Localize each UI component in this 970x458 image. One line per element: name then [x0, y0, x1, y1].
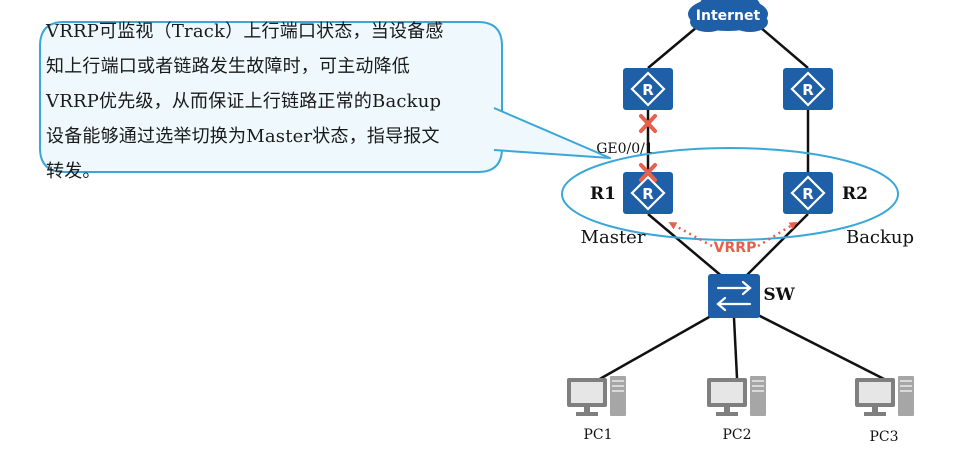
r1-label: R1: [590, 184, 616, 204]
port-label: GE0/0/1: [596, 141, 654, 157]
vrrp-arrow-left: [668, 222, 713, 248]
r2-label: R2: [842, 184, 868, 204]
router-r1-icon: [621, 170, 675, 216]
callout-line-2: 知上行端口或者链路发生故障时，可主动降低: [46, 56, 410, 77]
link-sw-pc3: [751, 310, 887, 382]
callout-line-5: 转发。: [46, 161, 101, 182]
vrrp-label: VRRP: [714, 240, 757, 256]
link-internet-r-left: [647, 26, 698, 69]
switch-icon: [708, 274, 760, 318]
vrrp-group-ellipse: [561, 147, 899, 241]
r2-role-label: Backup: [846, 227, 914, 248]
router-upper-right-icon: [781, 66, 835, 112]
r1-role-label: Master: [581, 227, 646, 248]
pc3-label: PC3: [869, 429, 898, 445]
callout-line-3: VRRP优先级，从而保证上行链路正常的Backup: [46, 91, 442, 112]
link-sw-pc1: [597, 310, 719, 382]
link-internet-r-right: [759, 26, 809, 69]
link-sw-pc2: [732, 317, 739, 379]
callout-bubble: [39, 21, 503, 173]
pc3-icon: [855, 376, 914, 416]
callout-text: VRRP可监视（Track）上行端口状态，当设备感 知上行端口或者链路发生故障时…: [46, 14, 491, 189]
pc2-icon: [707, 376, 766, 416]
pc1-label: PC1: [583, 427, 612, 443]
callout-line-1: VRRP可监视（Track）上行端口状态，当设备感: [46, 21, 444, 42]
switch-label: SW: [763, 285, 795, 305]
router-upper-left-icon: [621, 66, 675, 112]
router-r2-icon: [781, 170, 835, 216]
link-r1-sw: [647, 213, 725, 279]
vrrp-arrows: [668, 221, 798, 248]
callout-pointer: [493, 107, 611, 159]
pc1-icon: [567, 376, 626, 416]
vrrp-arrow-right: [757, 221, 798, 248]
internet-cloud-icon: [688, 0, 768, 32]
link-failure-icon: [639, 114, 657, 133]
internet-label: Internet: [696, 8, 761, 24]
port-failure-icon: [639, 163, 657, 182]
callout-line-4: 设备能够通过选举切换为Master状态，指导报文: [46, 126, 440, 147]
pc2-label: PC2: [722, 427, 751, 443]
